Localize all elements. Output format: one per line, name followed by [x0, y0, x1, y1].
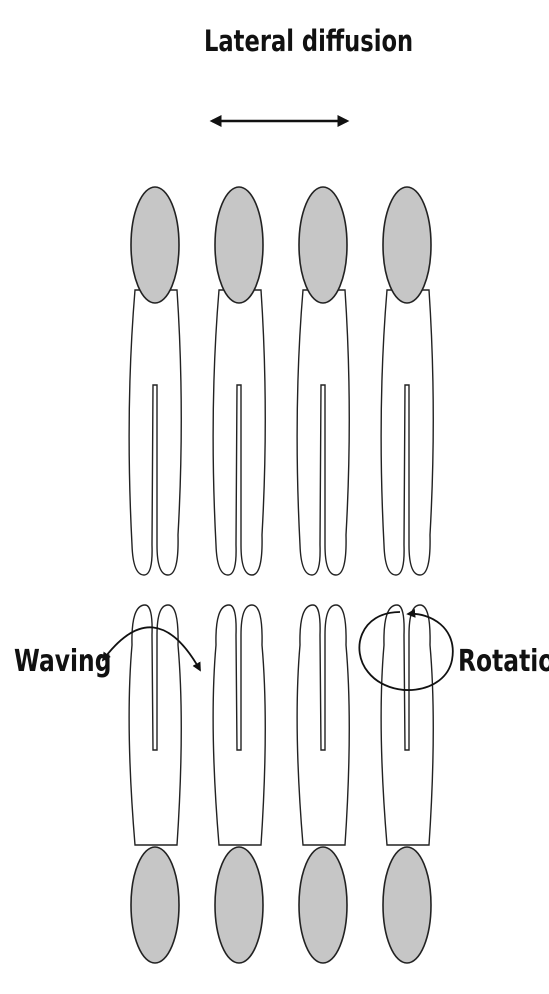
lipid-tails-upper: [213, 290, 265, 575]
lipid-head-upper: [383, 187, 431, 303]
lower-leaflet: [129, 605, 433, 963]
lipid-head-upper: [299, 187, 347, 303]
lipid-tails-lower: [213, 605, 265, 845]
lipid-head-lower: [383, 847, 431, 963]
rotation-arrow: [359, 612, 452, 690]
upper-leaflet: [129, 187, 433, 575]
lipid-tails-upper: [381, 290, 433, 575]
lipid-head-lower: [215, 847, 263, 963]
lipid-head-lower: [131, 847, 179, 963]
lipid-head-upper: [131, 187, 179, 303]
lipid-tails-lower: [129, 605, 181, 845]
lipid-head-upper: [215, 187, 263, 303]
lipid-tails-upper: [297, 290, 349, 575]
lipid-tails-lower: [297, 605, 349, 845]
lipid-head-lower: [299, 847, 347, 963]
lipid-tails-upper: [129, 290, 181, 575]
lipid-tails-lower: [381, 605, 433, 845]
